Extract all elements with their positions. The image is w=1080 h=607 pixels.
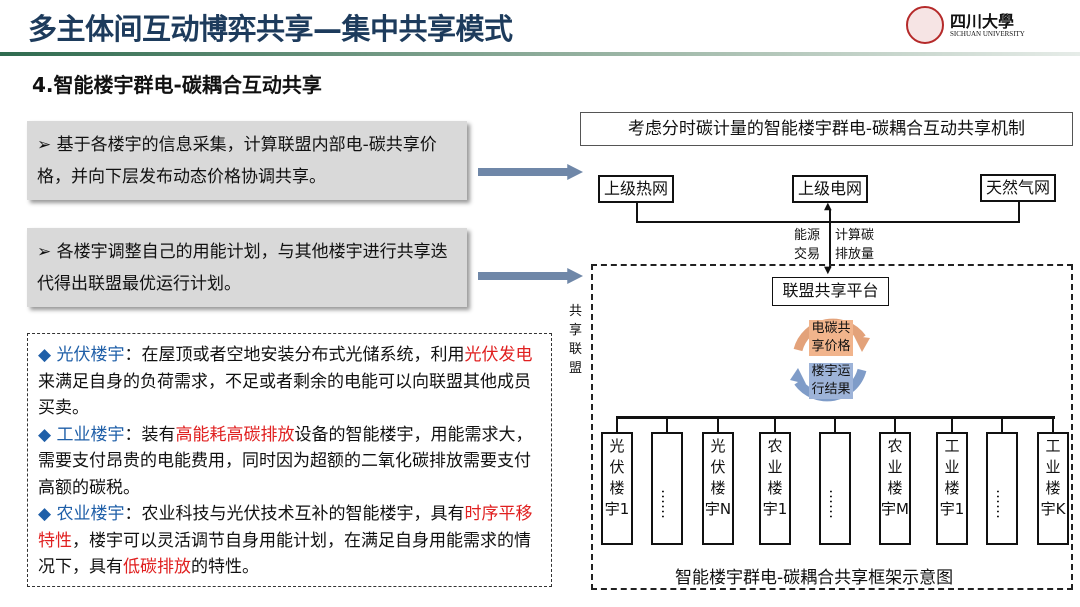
connector-line: [774, 417, 776, 433]
connector-line: [834, 417, 836, 433]
energy-trade-label: 能源交易: [794, 228, 821, 262]
price-label: 电碳共享价格: [809, 320, 853, 356]
alliance-dashed-box: [591, 264, 1073, 590]
building-box: 农业楼宇M: [879, 432, 911, 545]
connector-line: [616, 417, 618, 433]
connector-line: [1052, 417, 1054, 433]
step-2-text: 各楼宇调整自己的用能计划，与其他楼宇进行共享迭代得出联盟最优运行计划。: [37, 242, 448, 294]
building-box: 工业楼宇K: [1037, 432, 1069, 545]
double-arrow-line: [829, 210, 831, 268]
step-box-2: ➢ 各楼宇调整自己的用能计划，与其他楼宇进行共享迭代得出联盟最优运行计划。: [27, 228, 467, 307]
platform-box: 联盟共享平台: [772, 277, 889, 306]
diamond-icon: ◆: [38, 504, 52, 524]
step-1-text: 基于各楼宇的信息采集，计算联盟内部电-碳共享价格，并向下层发布动态价格协调共享。: [37, 135, 437, 187]
university-name-en: SICHUAN UNIVERSITY: [950, 30, 1025, 38]
diamond-icon: ◆: [38, 424, 52, 445]
alliance-label: 共享联盟: [569, 304, 583, 376]
list-item: ◆ 农业楼宇：农业科技与光伏技术互补的智能楼宇，具有时序平移特性，楼宇可以灵活调…: [38, 504, 533, 577]
arrow-right-icon: [478, 164, 583, 180]
university-logo: 四川大學 SICHUAN UNIVERSITY: [906, 6, 1056, 46]
building-box: ……: [819, 432, 851, 545]
connector-line: [1018, 202, 1020, 223]
arrow-right-icon: [478, 268, 583, 284]
arrow-down-icon: ▼: [824, 265, 832, 276]
gas-network-box: 天然气网: [980, 174, 1056, 202]
building-box: ……: [651, 432, 683, 545]
building-box: 工业楼宇1: [936, 432, 968, 545]
connector-line: [717, 417, 719, 433]
building-box: 光伏楼宇N: [702, 432, 734, 545]
carbon-calc-label: 计算碳排放量: [835, 228, 875, 262]
connector-line: [951, 417, 953, 433]
building-box: 光伏楼宇1: [601, 432, 633, 545]
connector-line: [636, 203, 638, 223]
result-label: 楼宇运行结果: [809, 363, 853, 399]
power-grid-box: 上级电网: [792, 175, 868, 203]
connector-line: [666, 417, 668, 433]
diamond-icon: ◆: [38, 345, 52, 365]
list-item: ◆ 工业楼宇：装有高能耗高碳排放设备的智能楼宇，用能需求大，需要支付昂贵的电能费…: [38, 424, 533, 498]
university-seal-icon: [906, 6, 944, 44]
diagram-title: 考虑分时碳计量的智能楼宇群电-碳耦合互动共享机制: [580, 112, 1073, 146]
connector-line: [636, 221, 1020, 223]
connector-line: [894, 417, 896, 433]
heat-network-box: 上级热网: [598, 175, 674, 203]
building-box: ……: [986, 432, 1018, 545]
list-item: ◆ 光伏楼宇：在屋顶或者空地安装分布式光储系统，利用光伏发电来满足自身的负荷需求…: [38, 345, 533, 418]
step-box-1: ➢ 基于各楼宇的信息采集，计算联盟内部电-碳共享价格，并向下层发布动态价格协调共…: [27, 121, 467, 200]
header-divider: [0, 52, 1080, 56]
building-box: 农业楼宇1: [759, 432, 791, 545]
diagram-caption: 智能楼宇群电-碳耦合共享框架示意图: [675, 568, 954, 588]
arrow-up-icon: ▲: [824, 201, 832, 212]
page-title: 多主体间互动博弈共享—集中共享模式: [28, 12, 513, 46]
connector-line: [1001, 417, 1003, 433]
building-types-box: ◆ 光伏楼宇：在屋顶或者空地安装分布式光储系统，利用光伏发电来满足自身的负荷需求…: [27, 333, 552, 587]
section-subtitle: 4.智能楼宇群电-碳耦合互动共享: [32, 73, 322, 97]
university-name-cn: 四川大學: [950, 12, 1015, 31]
